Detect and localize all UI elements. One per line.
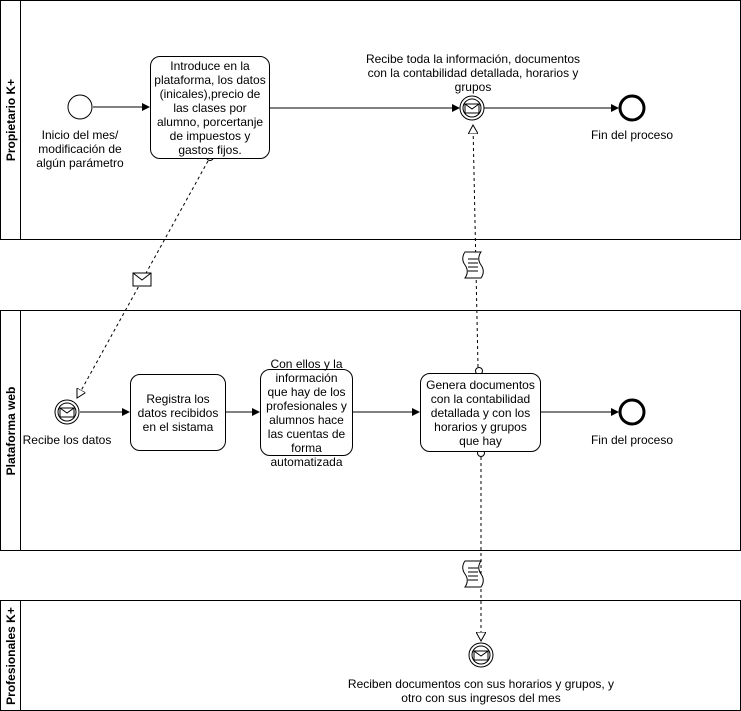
task-automated-accounts-text: Con ellos y la información que hay de lo…	[266, 356, 347, 469]
scroll-document-icon	[462, 251, 484, 279]
task-introduce-data: Introduce en la plataforma, los datos (i…	[150, 56, 270, 159]
start-event-label: Inicio del mes/ modificación de algún pa…	[36, 128, 124, 170]
intermediate-message-event-professionals	[468, 642, 494, 668]
envelope-icon	[473, 650, 489, 661]
lane-professionals: Profesionales K+	[0, 600, 741, 711]
platform-end-label: Fin del proceso	[590, 433, 674, 447]
message-flow-platform-to-professionals	[478, 449, 485, 642]
envelope-icon	[464, 103, 480, 114]
lane-platform-header: Plataforma web	[1, 311, 21, 550]
message-start-event-platform	[54, 399, 80, 425]
task-register-data: Registra los datos recibidos en el sista…	[130, 374, 226, 451]
task-register-data-text: Registra los datos recibidos en el sista…	[137, 391, 219, 434]
owner-receive-label: Recibe toda la información, documentos c…	[365, 52, 581, 94]
task-generate-documents: Genera documentos con la contabilidad de…	[420, 373, 541, 452]
task-introduce-data-text: Introduce en la plataforma, los datos (i…	[154, 58, 266, 157]
intermediate-message-event-owner	[459, 95, 485, 121]
start-event	[67, 94, 93, 120]
message-flow-platform-to-owner	[473, 125, 483, 375]
envelope-icon	[59, 407, 75, 418]
lane-owner-header: Propietario K+	[1, 1, 21, 239]
end-event-platform	[618, 398, 646, 426]
end-event-owner	[618, 94, 646, 122]
owner-end-label: Fin del proceso	[590, 128, 674, 142]
lane-owner: Propietario K+	[0, 0, 741, 240]
task-automated-accounts: Con ellos y la información que hay de lo…	[260, 357, 353, 469]
task-generate-documents-text: Genera documentos con la contabilidad de…	[426, 377, 535, 448]
professionals-receive-label: Reciben documentos con sus horarios y gr…	[347, 677, 615, 705]
platform-receive-label: Recibe los datos	[22, 433, 112, 447]
envelope-icon	[132, 272, 152, 287]
lane-professionals-header: Profesionales K+	[1, 601, 21, 710]
lane-platform: Plataforma web	[0, 310, 741, 551]
scroll-document-icon	[462, 560, 484, 588]
